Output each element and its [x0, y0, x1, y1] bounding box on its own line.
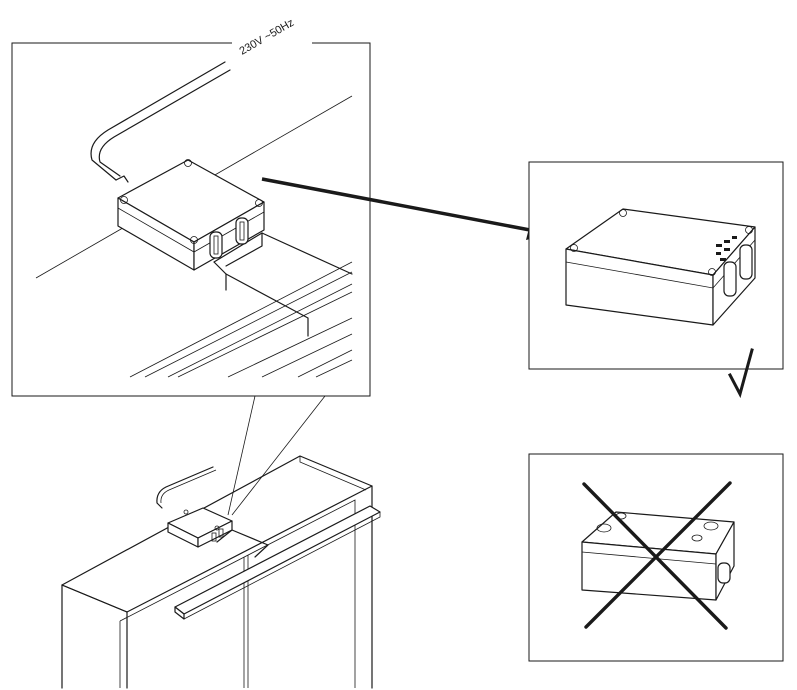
incorrect-frame — [528, 453, 784, 662]
detail-frame: 230V ~50Hz — [11, 17, 371, 397]
correct-frame — [528, 161, 784, 370]
check-mark — [727, 348, 754, 399]
cabinet-overview — [61, 455, 381, 689]
junction-box-detail — [117, 159, 265, 271]
zoom-callout — [227, 395, 256, 516]
junction-box-correct — [565, 208, 756, 326]
